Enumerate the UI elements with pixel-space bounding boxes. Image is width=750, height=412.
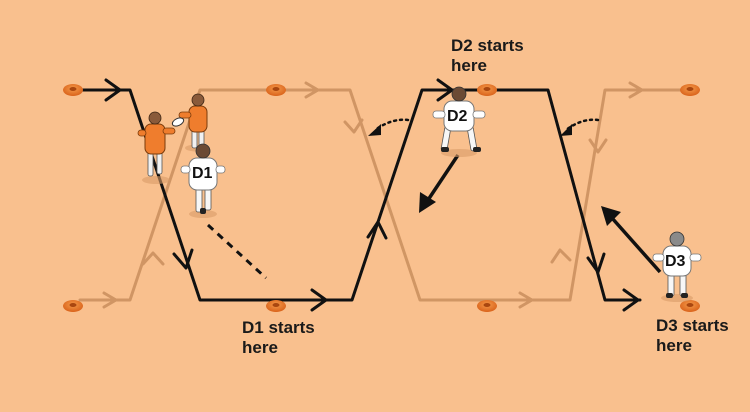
cone: [680, 300, 700, 312]
attacker-player: [137, 111, 176, 184]
d1-dashed-line: [206, 223, 268, 280]
d1-start-label-line2: here: [242, 338, 278, 357]
rugby-ball: [171, 117, 185, 127]
d2-start-label-line2: here: [451, 56, 487, 75]
cone: [266, 300, 286, 312]
attacker-player: [178, 93, 209, 152]
cone: [680, 84, 700, 96]
d1-start-label: D1 starts here: [242, 318, 315, 358]
d3-start-label-line1: D3 starts: [656, 316, 729, 335]
d3-move-arrow: [601, 206, 662, 274]
cone: [477, 300, 497, 312]
cone: [477, 84, 497, 96]
defender-d2: D2: [432, 86, 486, 157]
cone: [266, 84, 286, 96]
faded-route: [78, 81, 682, 309]
d3-start-label-line2: here: [656, 336, 692, 355]
d2-tag: D2: [447, 108, 468, 125]
d2-move-arrow: [419, 154, 460, 213]
defender-d3: D3: [652, 231, 702, 302]
d2-start-label: D2 starts here: [451, 36, 524, 76]
d1-tag: D1: [192, 165, 213, 182]
d2-start-label-line1: D2 starts: [451, 36, 524, 55]
curved-arrow-right: [560, 118, 600, 136]
cone: [63, 84, 83, 96]
main-route: [78, 78, 642, 312]
d3-tag: D3: [665, 253, 686, 270]
cone: [63, 300, 83, 312]
defender-d1: D1: [180, 143, 226, 218]
d1-start-label-line1: D1 starts: [242, 318, 315, 337]
curved-arrow-left: [368, 118, 410, 136]
d3-start-label: D3 starts here: [656, 316, 729, 356]
